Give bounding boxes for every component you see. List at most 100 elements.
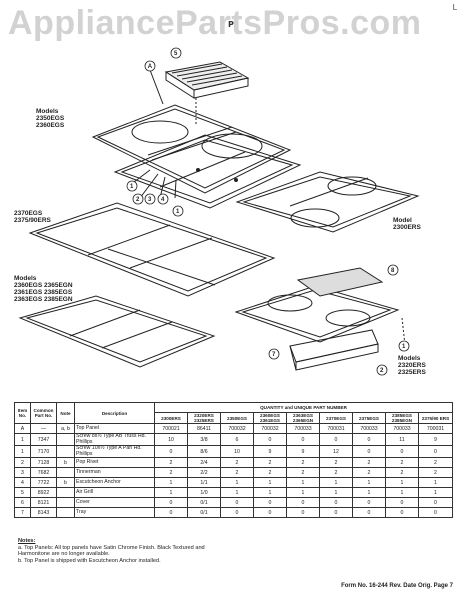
description-cell: Tinnerman xyxy=(74,467,155,479)
part-number-cell: 8121 xyxy=(30,497,57,509)
quantity-cell: 1 xyxy=(154,487,188,499)
label-models-2350: Models 2350EGS 2360EGS xyxy=(36,108,65,129)
quantity-cell: 2 xyxy=(418,457,453,469)
quantity-cell: 1 xyxy=(220,487,254,499)
quantity-cell: 6 xyxy=(220,432,254,447)
quantity-cell: 1 xyxy=(352,477,386,489)
tray-part xyxy=(289,329,379,371)
quantity-cell: 3/8 xyxy=(187,432,221,447)
part-number-cell: 7347 xyxy=(30,432,57,447)
quantity-cell: 2 xyxy=(385,457,419,469)
quantity-cell: 2 xyxy=(418,467,453,479)
quantity-cell: 0 xyxy=(352,432,386,447)
note-cell xyxy=(56,445,75,459)
quantity-cell: 2 xyxy=(319,457,353,469)
part-number-cell: 8143 xyxy=(30,507,57,519)
item-cell: 4 xyxy=(14,477,31,489)
quantity-cell: 1 xyxy=(154,477,188,489)
quantity-cell: 9 xyxy=(253,445,287,459)
quantity-cell: 8/6 xyxy=(187,445,221,459)
item-cell: 5 xyxy=(14,487,31,499)
quantity-cell: 2 xyxy=(286,457,320,469)
panel-2320ers xyxy=(234,285,400,343)
quantity-cell: 0 xyxy=(352,497,386,509)
description-cell: Escutcheon Anchor xyxy=(74,477,155,489)
svg-text:2: 2 xyxy=(136,197,140,203)
quantity-cell: 2 xyxy=(154,457,188,469)
quantity-cell: 2 xyxy=(220,457,254,469)
col-part-header: Common Part No. xyxy=(30,402,57,424)
exploded-parts-diagram: A 5 1 2 3 4 1 8 7 1 2 xyxy=(18,47,420,376)
quantity-cell: 2 xyxy=(319,467,353,479)
callout-8: 8 xyxy=(387,264,399,276)
quantity-cell: 0 xyxy=(253,497,287,509)
quantity-group-header: QUANTITY and UNIQUE PART NUMBER xyxy=(154,402,453,413)
quantity-cell: 2 xyxy=(253,467,287,479)
quantity-cell: 0 xyxy=(253,507,287,519)
quantity-cell: 0 xyxy=(286,507,320,519)
quantity-cell: 1 xyxy=(319,477,353,489)
quantity-cell: 0 xyxy=(220,507,254,519)
col-note-header: Note xyxy=(56,402,75,424)
description-cell: Pop Rivet xyxy=(74,457,155,469)
quantity-cell: 700032 xyxy=(220,423,254,434)
quantity-cell: 0 xyxy=(418,507,453,519)
quantity-cell: 9 xyxy=(418,432,453,447)
item-cell: 6 xyxy=(14,497,31,509)
svg-text:1: 1 xyxy=(402,344,406,350)
callout-2: 2 xyxy=(132,193,144,205)
quantity-cell: 0 xyxy=(286,497,320,509)
svg-text:7: 7 xyxy=(272,352,276,358)
quantity-cell: 0 xyxy=(319,507,353,519)
col-item-header: Item No. xyxy=(14,402,31,424)
quantity-cell: 2 xyxy=(385,467,419,479)
item-cell: A xyxy=(14,423,31,434)
part-number-cell: 7128 xyxy=(30,457,57,469)
quantity-cell: 1 xyxy=(385,477,419,489)
quantity-cell: 2 xyxy=(220,467,254,479)
quantity-cell: 1 xyxy=(286,487,320,499)
notes-heading: Notes: xyxy=(18,538,36,544)
note-a-cont: Harmonitone are no longer available. xyxy=(18,551,110,558)
quantity-cell: 1/0 xyxy=(187,487,221,499)
quantity-cell: 0 xyxy=(352,445,386,459)
label-model-2300: Model 2300ERS xyxy=(393,217,421,231)
quantity-cell: 700033 xyxy=(286,423,320,434)
quantity-cell: 0 xyxy=(352,507,386,519)
callout-5: 5 xyxy=(170,47,182,59)
model-header: 2320ERS 2325ERS xyxy=(187,412,221,424)
svg-text:2: 2 xyxy=(380,368,384,374)
description-cell: Screw 10x½ Type A Pan Hd. Phillips xyxy=(74,445,155,459)
quantity-cell: 0/1 xyxy=(187,497,221,509)
quantity-cell: 0 xyxy=(154,445,188,459)
site-watermark: AppliancePartsPros.com xyxy=(8,4,422,42)
quantity-cell: 2/4 xyxy=(187,457,221,469)
callout-3: 3 xyxy=(144,193,156,205)
quantity-cell: 700032 xyxy=(253,423,287,434)
model-header: 2300ERS xyxy=(154,412,188,424)
quantity-cell: 1 xyxy=(352,487,386,499)
quantity-cell: 0/1 xyxy=(187,507,221,519)
part-number-cell: 7722 xyxy=(30,477,57,489)
svg-text:8: 8 xyxy=(391,268,395,274)
svg-text:5: 5 xyxy=(174,51,178,57)
quantity-cell: 0 xyxy=(385,497,419,509)
quantity-cell: 700033 xyxy=(385,423,419,434)
model-header: 2385EGS 2385EGN xyxy=(385,412,419,424)
panel-2360egs xyxy=(18,295,216,368)
quantity-cell: 1 xyxy=(418,487,453,499)
note-cell: a, b xyxy=(56,423,75,434)
quantity-cell: 700031 xyxy=(418,423,453,434)
quantity-cell: 0 xyxy=(220,497,254,509)
quantity-cell: 2 xyxy=(352,467,386,479)
quantity-cell: 10 xyxy=(220,445,254,459)
note-cell: b xyxy=(56,477,75,489)
callout-1-lower: 1 xyxy=(398,340,410,352)
quantity-cell: 700033 xyxy=(352,423,386,434)
part-number-cell: 7170 xyxy=(30,445,57,459)
quantity-cell: 86411 xyxy=(187,423,221,434)
quantity-cell: 0 xyxy=(418,445,453,459)
callout-1: 1 xyxy=(126,180,138,192)
